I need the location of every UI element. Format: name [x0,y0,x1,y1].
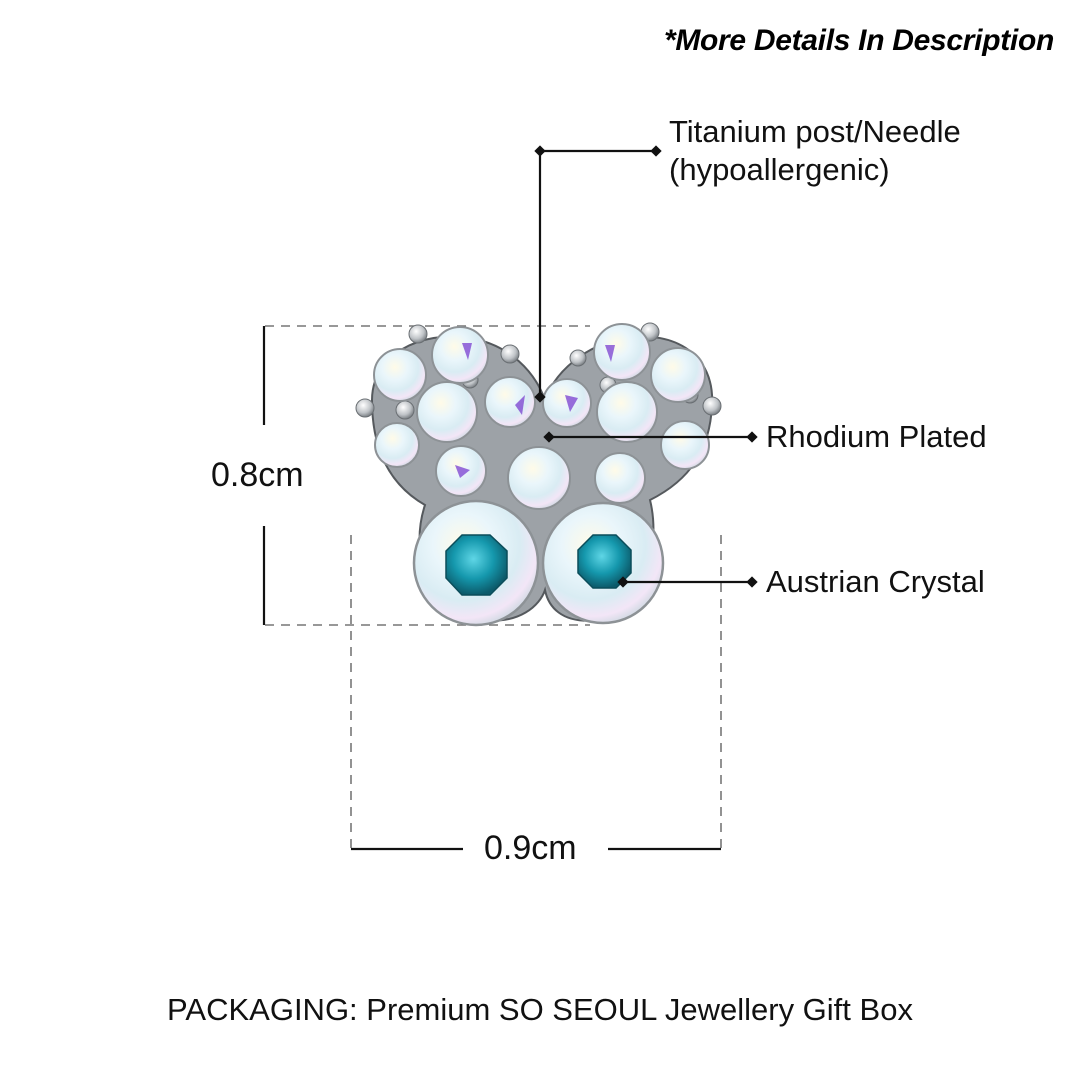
more-details-note: *More Details In Description [663,24,1054,57]
dimension-guides [265,325,722,848]
earring-illustration [355,322,722,627]
packaging-info: PACKAGING: Premium SO SEOUL Jewellery Gi… [167,992,913,1027]
callout-titanium-post: Titanium post/Needle (hypoallergenic) [669,113,961,189]
width-dimension-label: 0.9cm [484,829,577,867]
callout-rhodium-plated: Rhodium Plated [766,419,987,454]
callout-austrian-crystal: Austrian Crystal [766,564,985,599]
callout-titanium-post-line1: Titanium post/Needle [669,114,961,149]
height-dimension-label: 0.8cm [211,456,304,494]
callout-titanium-post-line2: (hypoallergenic) [669,152,890,187]
leader-lines [534,145,758,588]
